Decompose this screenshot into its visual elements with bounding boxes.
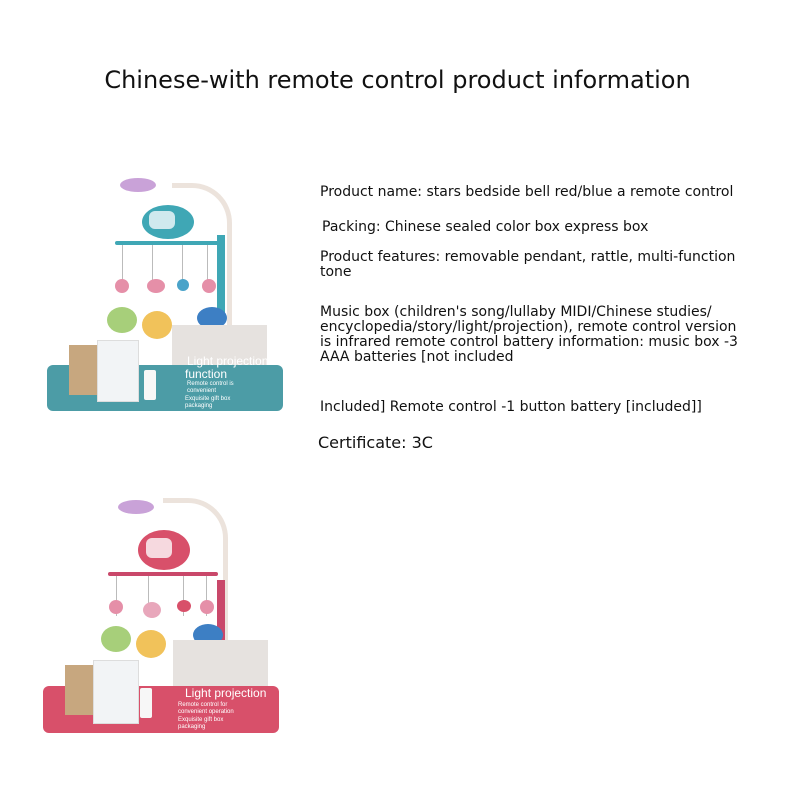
banner-line-2: Exquisite gift box packaging xyxy=(185,396,231,409)
banner-line-1: Remote control for convenient operation xyxy=(178,702,234,715)
banner-line-2: Exquisite gift box packaging xyxy=(178,717,224,730)
product-name: Product name: stars bedside bell red/blu… xyxy=(320,184,734,200)
music-box-info: Music box (children's song/lullaby MIDI/… xyxy=(320,304,738,365)
packing: Packing: Chinese sealed color box expres… xyxy=(322,219,649,235)
included-info: Included] Remote control -1 button batte… xyxy=(320,399,702,415)
banner-heading: Light projection xyxy=(187,354,269,368)
banner-heading: Light projection xyxy=(185,686,267,700)
product-features: Product features: removable pendant, rat… xyxy=(320,249,736,280)
product-image-blue: Light projection function Remote control… xyxy=(47,175,283,413)
page-title: Chinese-with remote control product info… xyxy=(104,66,691,94)
product-image-red: Light projection Remote control for conv… xyxy=(43,490,279,733)
certificate: Certificate: 3C xyxy=(318,433,433,452)
banner-heading-2: function xyxy=(185,367,228,381)
banner-line-1: Remote control is convenient xyxy=(187,381,234,394)
